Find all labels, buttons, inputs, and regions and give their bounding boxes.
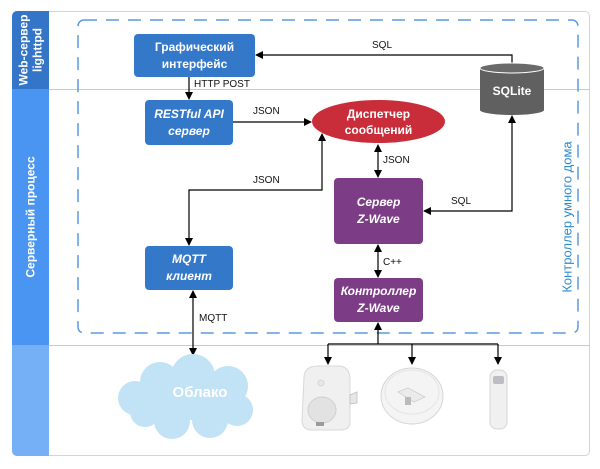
motion-sensor-icon: [489, 369, 508, 430]
edge-label-sql-zwave: SQL: [451, 196, 472, 207]
gui-node: Графический интерфейс: [134, 34, 255, 77]
mqtt-client-node: MQTT клиент: [145, 246, 233, 290]
sqlite-label: SQLite: [492, 84, 532, 98]
controller-container-label: Контроллер умного дома: [559, 141, 575, 293]
mqtt-client-line1: MQTT: [172, 252, 206, 266]
controller-container: [77, 19, 579, 334]
dispatcher-line1: Диспетчер: [346, 106, 411, 121]
smoke-detector-icon: [380, 367, 444, 425]
edge-label-http-post: HTTP POST: [194, 79, 250, 90]
edge-zwave-sqlite: [423, 115, 516, 215]
gui-node-line2: интерфейс: [161, 56, 228, 71]
edge-label-json-mqtt: JSON: [253, 175, 280, 186]
gui-node-line1: Графический: [154, 39, 235, 54]
edge-sqlite-gui: [255, 51, 513, 63]
edge-label-sql-top: SQL: [372, 40, 393, 51]
dispatcher-line2: сообщений: [344, 122, 413, 137]
edge-label-cpp: C++: [383, 257, 402, 268]
lane-divider: [49, 345, 590, 346]
rest-api-node-line2: сервер: [168, 123, 210, 138]
edge-label-mqtt: MQTT: [199, 313, 228, 324]
edge-dispatcher-mqtt: [185, 133, 326, 246]
zwave-controller-line2: Z-Wave: [357, 301, 400, 315]
edge-label-json-rest: JSON: [253, 106, 280, 117]
edge-label-json-zwave: JSON: [383, 155, 410, 166]
database-icon: [479, 62, 545, 115]
cloud-icon: [118, 354, 253, 439]
rest-api-node-line1: RESTful API: [154, 106, 224, 121]
smart-plug-icon: [301, 365, 358, 431]
cloud-label: Облако: [172, 384, 228, 401]
rest-api-node: RESTful API сервер: [145, 100, 233, 145]
lane-server-process: Серверный процесс: [12, 89, 49, 345]
zwave-server-line1: Сервер: [356, 195, 401, 209]
lane-cloud-devices: [12, 345, 49, 456]
lane-divider: [49, 89, 590, 90]
mqtt-client-line2: клиент: [166, 269, 212, 283]
zwave-server-line2: Z-Wave: [357, 212, 400, 226]
zwave-controller-line1: Контроллер: [340, 284, 417, 298]
